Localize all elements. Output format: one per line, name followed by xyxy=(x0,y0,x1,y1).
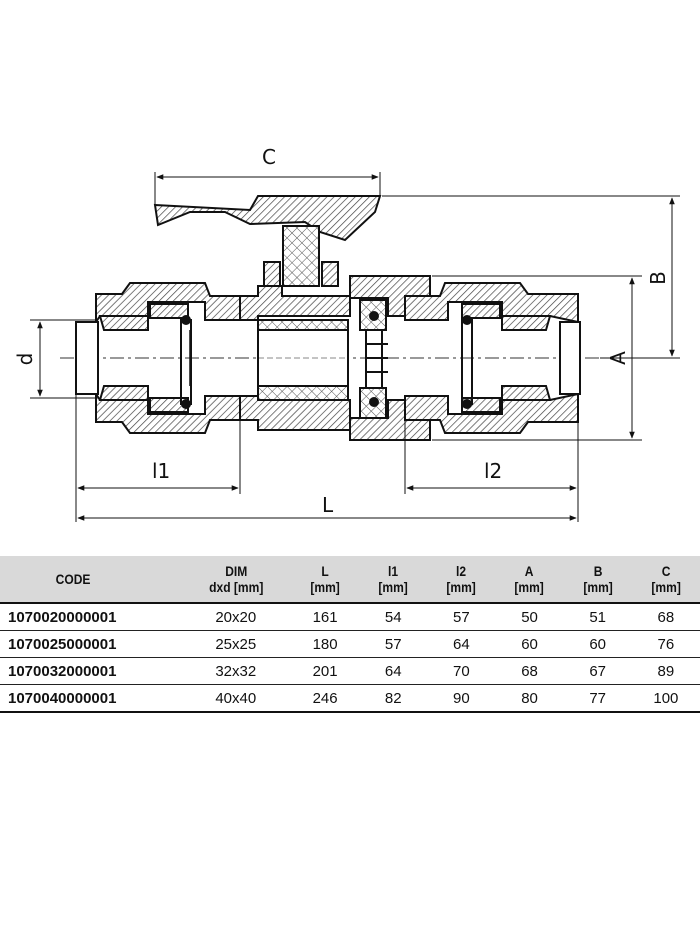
cell-l1: 54 xyxy=(359,603,428,631)
label-total-l: L xyxy=(322,493,334,517)
valve-section-drawing: C B A d l1 l2 L xyxy=(13,145,680,522)
header-l: L[mm] xyxy=(310,563,340,595)
label-c: C xyxy=(262,145,276,169)
cell-code: 1070040000001 xyxy=(0,684,181,713)
label-b: B xyxy=(646,271,670,285)
label-l2: l2 xyxy=(484,459,502,483)
left-o-ring xyxy=(180,315,192,409)
label-l1: l1 xyxy=(152,459,170,483)
cell-code: 1070025000001 xyxy=(0,630,181,658)
cell-c: 76 xyxy=(631,630,700,658)
cell-l: 161 xyxy=(291,603,360,631)
dimension-d xyxy=(30,319,96,399)
cell-dim: 40x40 xyxy=(180,684,292,713)
dimension-c xyxy=(154,172,381,205)
left-fitting xyxy=(75,282,241,434)
cell-dim: 25x25 xyxy=(180,630,292,658)
cell-a: 80 xyxy=(495,684,564,713)
cell-l2: 57 xyxy=(427,603,496,631)
dimension-a xyxy=(432,275,642,441)
cell-a: 60 xyxy=(495,630,564,658)
cell-code: 1070032000001 xyxy=(0,657,181,685)
cell-code: 1070020000001 xyxy=(0,603,181,631)
cell-c: 89 xyxy=(631,657,700,685)
cell-b: 67 xyxy=(563,657,632,685)
label-a: A xyxy=(606,351,630,365)
table-row: 1070020000001 20x20 161 54 57 50 51 68 xyxy=(0,603,700,631)
header-a: A[mm] xyxy=(514,563,545,595)
cell-l1: 57 xyxy=(359,630,428,658)
cell-l2: 70 xyxy=(427,657,496,685)
cell-b: 60 xyxy=(563,630,632,658)
cell-dim: 20x20 xyxy=(180,603,292,631)
cell-l1: 82 xyxy=(359,684,428,713)
cell-l2: 64 xyxy=(427,630,496,658)
cell-a: 50 xyxy=(495,603,564,631)
right-o-ring xyxy=(461,315,473,409)
stem-handle xyxy=(153,195,382,287)
dimension-l1 xyxy=(75,394,241,522)
header-code: CODE xyxy=(55,571,91,587)
table-row: 1070040000001 40x40 246 82 90 80 77 100 xyxy=(0,684,700,713)
header-c: C[mm] xyxy=(651,563,681,595)
cell-l: 246 xyxy=(291,684,360,713)
cell-b: 51 xyxy=(563,603,632,631)
cell-dim: 32x32 xyxy=(180,657,292,685)
header-b: B[mm] xyxy=(582,563,613,595)
header-l2: l2[mm] xyxy=(446,563,477,595)
dimension-l2 xyxy=(404,420,579,522)
dimension-b xyxy=(382,195,680,359)
cell-l: 201 xyxy=(291,657,360,685)
right-fitting xyxy=(404,282,581,434)
header-l1: l1[mm] xyxy=(378,563,408,595)
cell-l1: 64 xyxy=(359,657,428,685)
label-d: d xyxy=(13,353,37,366)
cell-l: 180 xyxy=(291,630,360,658)
table-row: 1070032000001 32x32 201 64 70 68 67 89 xyxy=(0,657,700,685)
cell-c: 68 xyxy=(631,603,700,631)
cell-a: 68 xyxy=(495,657,564,685)
table-row: 1070025000001 25x25 180 57 64 60 60 76 xyxy=(0,630,700,658)
cell-l2: 90 xyxy=(427,684,496,713)
cell-b: 77 xyxy=(563,684,632,713)
cell-c: 100 xyxy=(631,684,700,713)
valve-body xyxy=(239,285,351,431)
